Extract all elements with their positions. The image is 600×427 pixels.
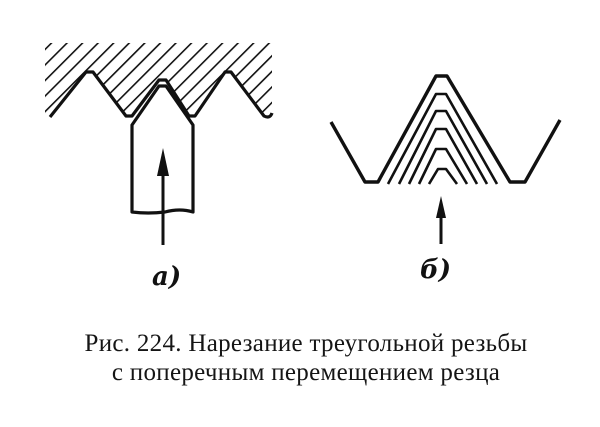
caption-line-2: с поперечным перемещением резца: [111, 359, 501, 386]
feed-arrow-a: [157, 148, 169, 245]
thread-groove-passes: [329, 74, 562, 185]
cutting-tool: [130, 84, 195, 215]
caption-line-1: Рис. 224. Нарезание треугольной резьбы: [84, 330, 528, 357]
feed-arrow-b: [436, 196, 446, 244]
subfigure-label-b: б): [420, 255, 452, 285]
subfigure-label-a: a): [152, 262, 182, 292]
